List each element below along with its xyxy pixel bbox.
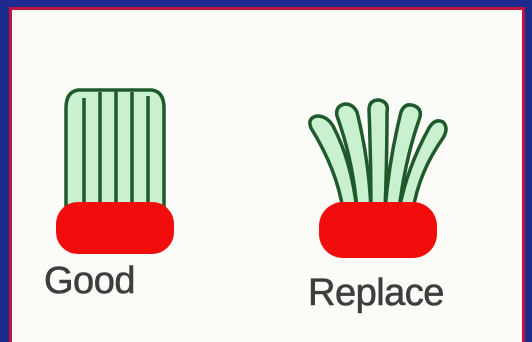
good-label: Good <box>44 260 135 303</box>
brush-head <box>319 202 437 258</box>
splayed-bristles <box>310 100 446 210</box>
good-brush-illustration <box>48 78 178 268</box>
frame-inner-border: Good Replace <box>9 7 525 342</box>
replace-label: Replace <box>308 272 444 315</box>
brush-head <box>56 202 174 254</box>
replace-brush-illustration <box>297 80 457 270</box>
straight-bristles <box>66 90 164 210</box>
illustration-panel: Good Replace <box>12 10 522 342</box>
